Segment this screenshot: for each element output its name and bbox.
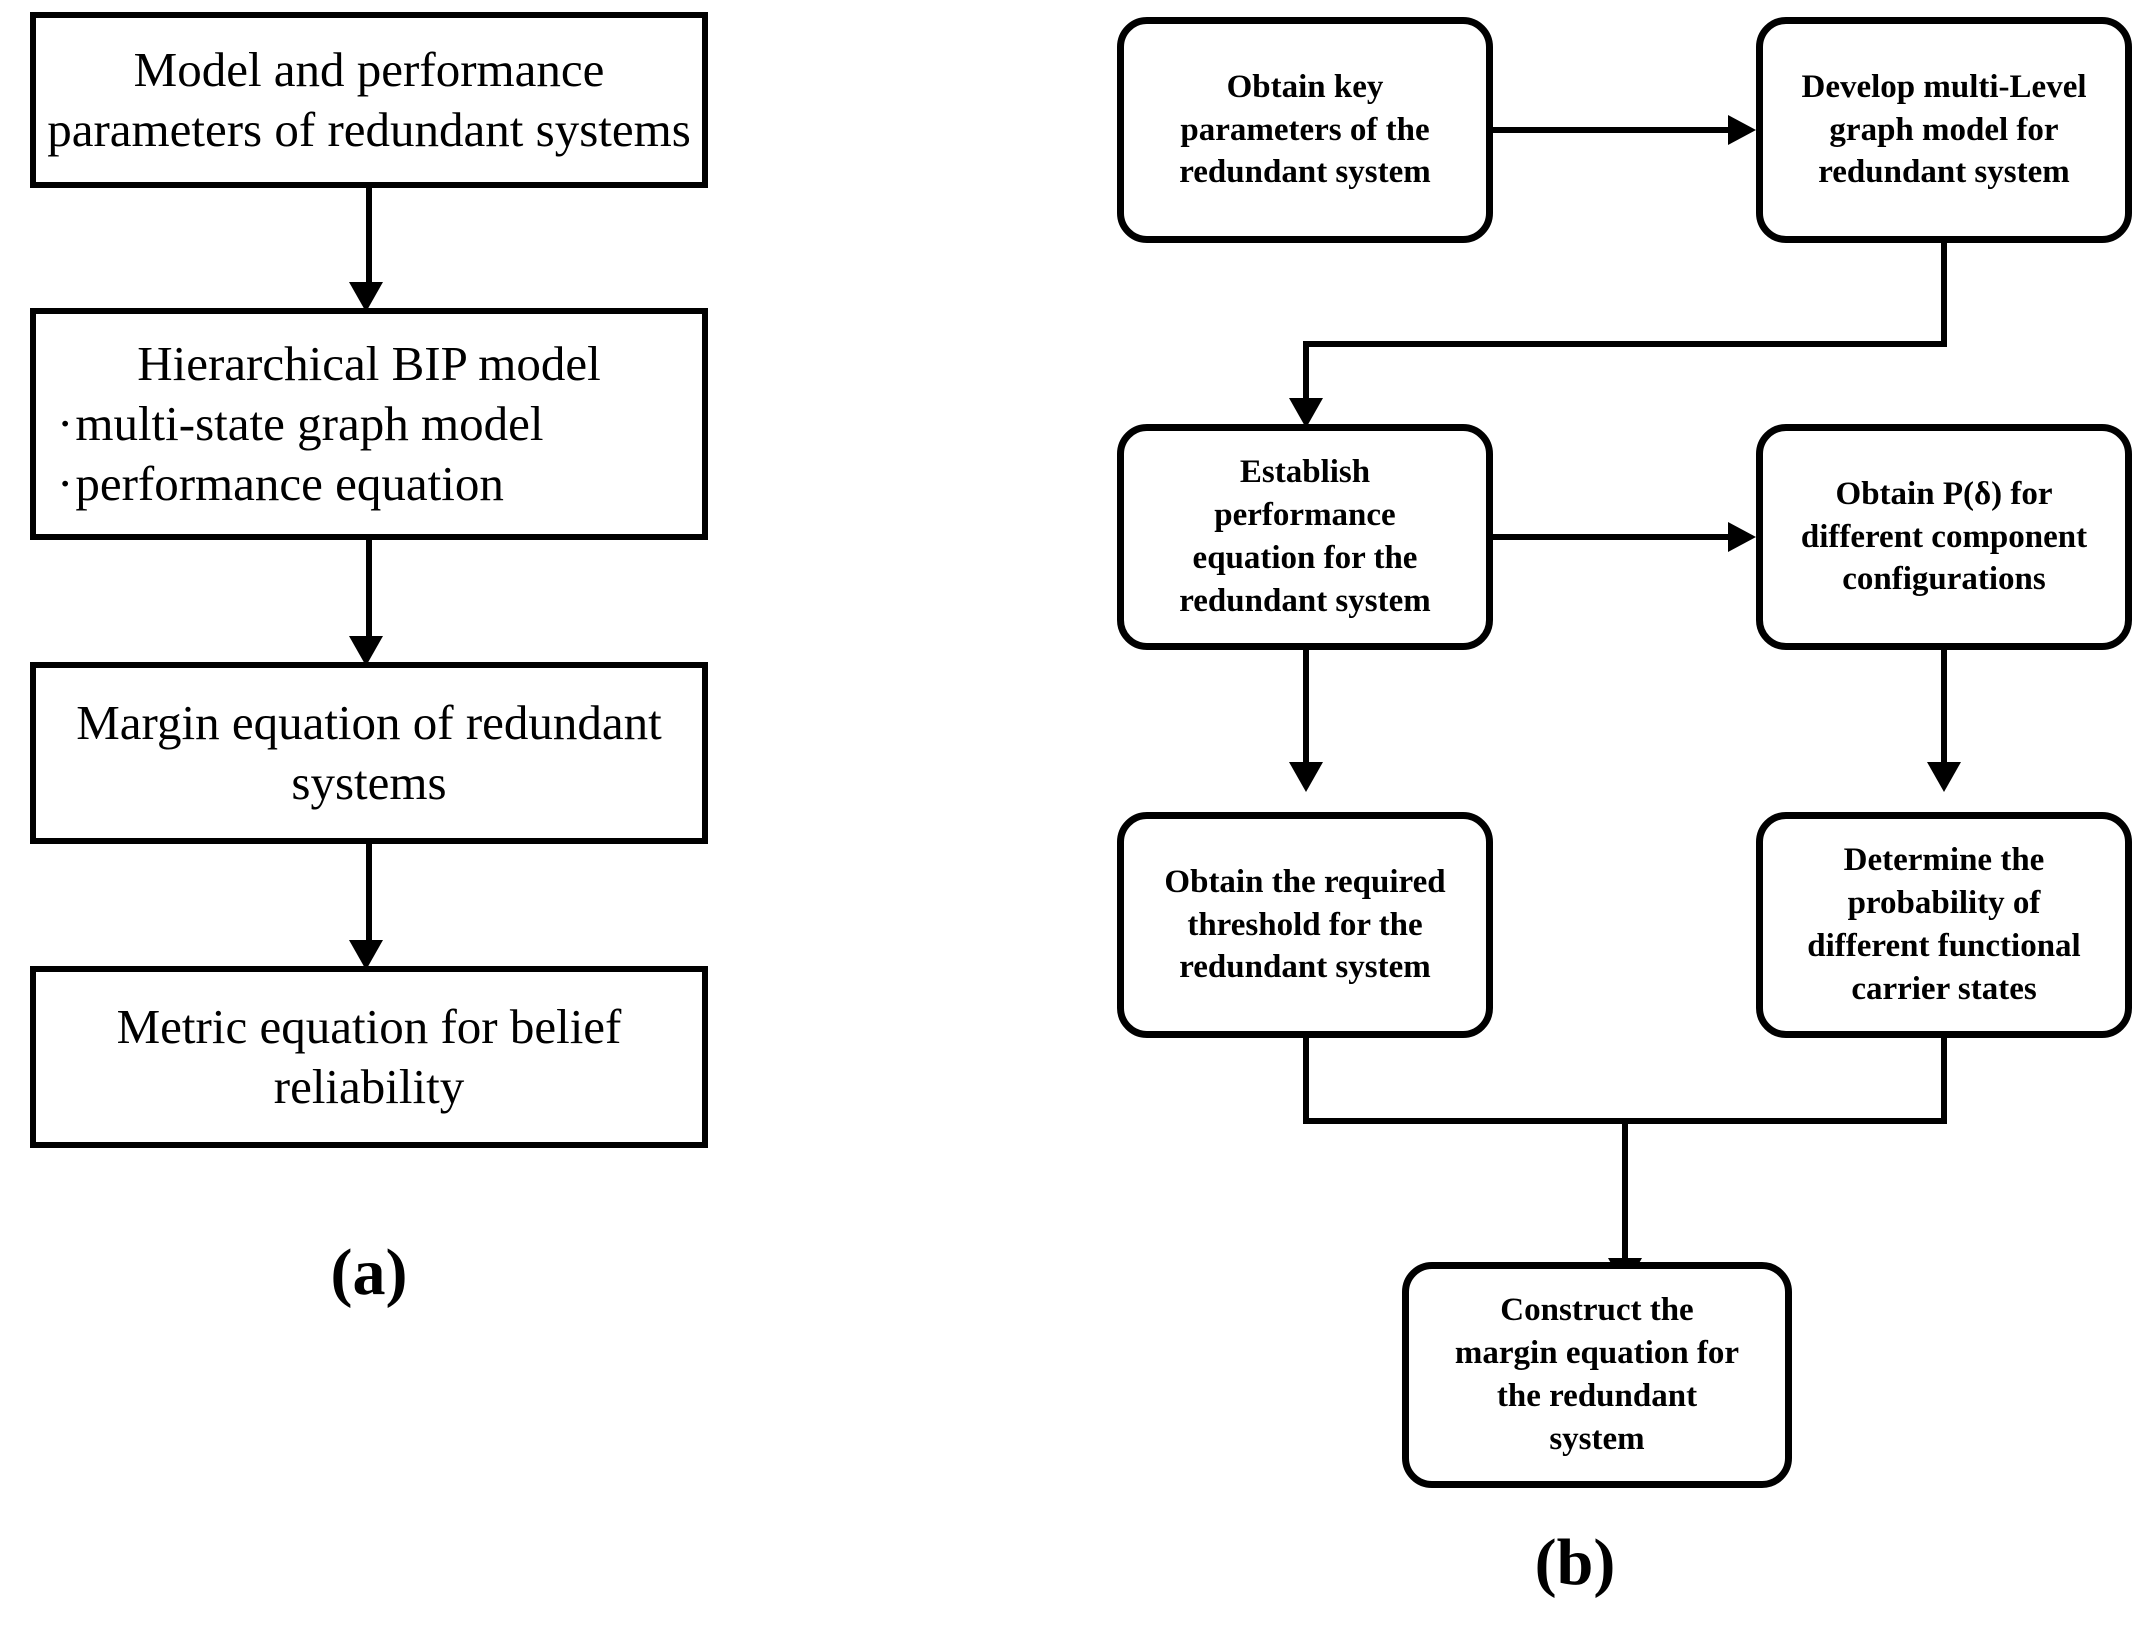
box-text-line: parameters of redundant systems bbox=[47, 102, 691, 157]
connector-a2-a3-line bbox=[366, 540, 372, 650]
box-bullet-item: multi-state graph model bbox=[47, 394, 691, 454]
connector-b1-b2-arrowhead bbox=[1728, 115, 1756, 145]
panel-a-box-metric-equation-belief-reliability: Metric equation for belief reliability bbox=[30, 966, 708, 1148]
panel-b-box-obtain-required-threshold: Obtain the required threshold for the re… bbox=[1117, 812, 1493, 1038]
box-text-line: reliability bbox=[273, 1059, 465, 1114]
box-text-line: redundant system bbox=[1179, 154, 1431, 191]
box-text-line: graph model for bbox=[1829, 111, 2059, 148]
box-text-line: Metric equation for belief bbox=[116, 999, 622, 1055]
box-text-line: redundant system bbox=[1179, 582, 1431, 619]
box-text-line: Obtain key bbox=[1226, 68, 1384, 105]
panel-b-box-obtain-key-parameters: Obtain key parameters of the redundant s… bbox=[1117, 17, 1493, 243]
panel-b-box-construct-margin-equation: Construct the margin equation for the re… bbox=[1402, 1262, 1792, 1488]
box-text-line: Develop multi-Level bbox=[1801, 68, 2087, 105]
connector-merge-vertical-right bbox=[1941, 1038, 1947, 1124]
connector-b4-b6-line bbox=[1941, 650, 1947, 774]
connector-b4-b6-arrowhead bbox=[1927, 762, 1961, 792]
box-text-line: Construct the bbox=[1500, 1292, 1694, 1329]
panel-b-caption: (b) bbox=[1534, 1526, 1616, 1599]
box-text-line: margin equation for bbox=[1454, 1335, 1740, 1372]
connector-a3-a4-line bbox=[366, 844, 372, 954]
connector-a1-a2-line bbox=[366, 188, 372, 296]
connector-b3-b4-line bbox=[1493, 534, 1735, 540]
connector-a1-a2-arrowhead bbox=[349, 282, 383, 312]
box-text-line: Margin equation of redundant bbox=[76, 695, 662, 751]
panel-a-box-hierarchical-bip-model: Hierarchical BIP model multi-state graph… bbox=[30, 308, 708, 540]
box-text-line: different component bbox=[1800, 518, 2088, 555]
connector-b2-b3-arrowhead bbox=[1289, 398, 1323, 428]
box-text-line: probability of bbox=[1847, 885, 2041, 922]
box-text-line: system bbox=[1549, 1420, 1645, 1457]
panel-b-box-obtain-p-delta: Obtain P(δ) for different component conf… bbox=[1756, 424, 2132, 650]
connector-b3-b5-line bbox=[1303, 650, 1309, 774]
connector-b2-b3-horizontal bbox=[1303, 341, 1947, 347]
box-text-line: Determine the bbox=[1843, 842, 2045, 879]
box-text-line: redundant system bbox=[1818, 154, 2070, 191]
panel-b-box-develop-multi-level-graph-model: Develop multi-Level graph model for redu… bbox=[1756, 17, 2132, 243]
panel-a-box-margin-equation: Margin equation of redundant systems bbox=[30, 662, 708, 844]
box-text-line: Obtain P(δ) for bbox=[1835, 475, 2053, 512]
box-text-line: Establish bbox=[1239, 454, 1371, 491]
connector-a3-a4-arrowhead bbox=[349, 940, 383, 970]
connector-a2-a3-arrowhead bbox=[349, 636, 383, 666]
box-text-line: configurations bbox=[1842, 561, 2046, 598]
box-text-line: Obtain the required bbox=[1164, 863, 1446, 900]
panel-b-box-determine-probability-carrier-states: Determine the probability of different f… bbox=[1756, 812, 2132, 1038]
box-text-line: carrier states bbox=[1851, 970, 2037, 1007]
connector-b1-b2-line bbox=[1493, 127, 1735, 133]
panel-b-box-establish-performance-equation: Establish performance equation for the r… bbox=[1117, 424, 1493, 650]
connector-b2-b3-vertical-left bbox=[1303, 341, 1309, 411]
box-text-line: performance bbox=[1214, 497, 1396, 534]
box-text-line: equation for the bbox=[1192, 540, 1418, 576]
box-text-line: the redundant bbox=[1496, 1378, 1698, 1414]
box-bullet-item: performance equation bbox=[47, 454, 691, 514]
connector-merge-vertical-center bbox=[1622, 1118, 1628, 1286]
box-title: Hierarchical BIP model bbox=[137, 336, 601, 392]
connector-b2-b3-vertical-right bbox=[1941, 243, 1947, 347]
box-text-line: systems bbox=[291, 755, 447, 810]
panel-a-caption: (a) bbox=[330, 1236, 408, 1309]
box-text-line: Model and performance bbox=[133, 42, 605, 98]
box-text-line: different functional bbox=[1807, 928, 2081, 964]
connector-b3-b5-arrowhead bbox=[1289, 762, 1323, 792]
connector-b3-b4-arrowhead bbox=[1728, 522, 1756, 552]
panel-a-box-model-and-performance-parameters: Model and performance parameters of redu… bbox=[30, 12, 708, 188]
box-text-line: redundant system bbox=[1179, 949, 1431, 986]
box-text-line: parameters of the bbox=[1180, 111, 1430, 148]
connector-merge-vertical-left bbox=[1303, 1038, 1309, 1124]
box-text-line: threshold for the bbox=[1187, 906, 1423, 943]
